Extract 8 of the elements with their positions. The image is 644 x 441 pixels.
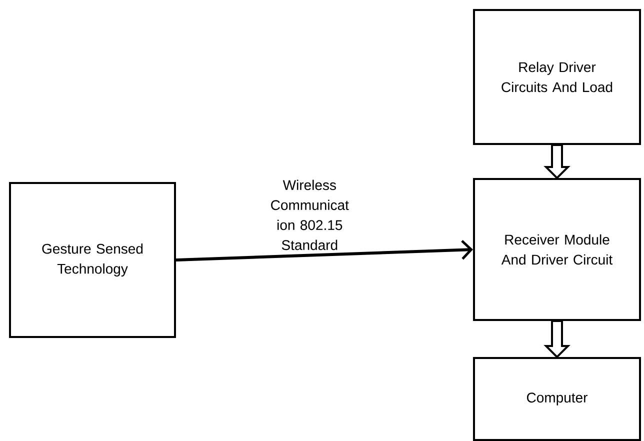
process-box: Computer xyxy=(473,357,641,441)
block-arrow xyxy=(544,144,570,180)
edge-label: Wireless Communicat ion 802.15 Standard xyxy=(268,178,351,252)
arrow xyxy=(176,240,474,262)
block-arrow xyxy=(544,320,570,358)
process-box: Relay Driver Circuits And Load xyxy=(473,9,641,145)
process-box: Gesture Sensed Technology xyxy=(9,182,176,338)
process-box: Receiver Module And Driver Circuit xyxy=(473,178,641,321)
